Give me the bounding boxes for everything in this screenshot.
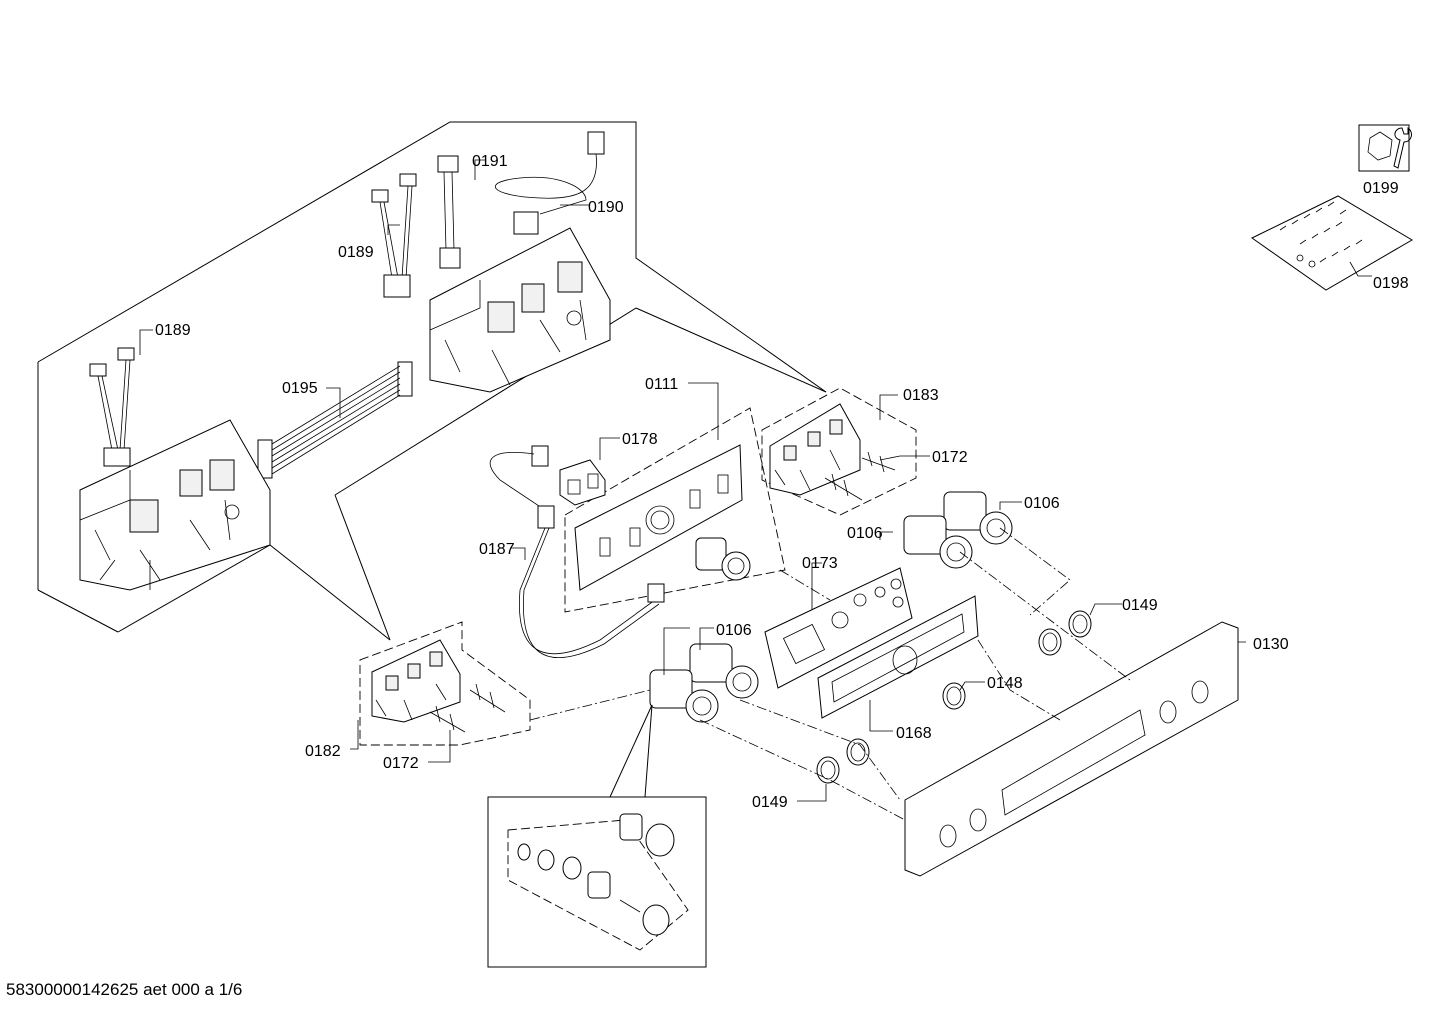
wire-harness-0190 bbox=[495, 131, 605, 235]
part-labels: 0189 0189 0191 0190 0195 0111 0178 0183 … bbox=[155, 153, 1409, 811]
wire-harness-0191 bbox=[437, 155, 461, 269]
label-0106-right-lower: 0106 bbox=[847, 525, 883, 542]
label-0195: 0195 bbox=[282, 380, 318, 397]
label-0198: 0198 bbox=[1373, 275, 1409, 292]
front-panel-0130 bbox=[904, 621, 1239, 877]
inset-knob-exploded bbox=[517, 843, 670, 936]
control-module-left bbox=[79, 419, 271, 591]
ring-0149-right-b bbox=[1068, 610, 1092, 638]
knob-0106-left-upper bbox=[689, 643, 759, 699]
label-0149-left: 0149 bbox=[752, 794, 788, 811]
label-0178: 0178 bbox=[622, 431, 658, 448]
control-module-0183 bbox=[761, 387, 917, 516]
label-0111: 0111 bbox=[645, 376, 678, 393]
leader-lines bbox=[139, 159, 1372, 802]
knob-0106-right-upper bbox=[943, 491, 1013, 545]
knob-0106-left-lower bbox=[649, 669, 719, 723]
ring-0149-left-b bbox=[846, 738, 870, 766]
label-0172-right: 0172 bbox=[932, 449, 968, 466]
label-0187: 0187 bbox=[479, 541, 515, 558]
ring-0148 bbox=[942, 682, 966, 710]
knob-0111 bbox=[695, 537, 751, 581]
ring-0149-right-a bbox=[1038, 628, 1062, 656]
label-0182: 0182 bbox=[305, 743, 341, 760]
screw-bag-icon bbox=[1251, 195, 1413, 291]
knob-0106-right-lower bbox=[903, 515, 973, 569]
drawing-reference-footer: 58300000142625 aet 000 a 1/6 bbox=[6, 980, 243, 999]
wire-harness-0187 bbox=[489, 445, 665, 659]
display-frame-0168 bbox=[817, 595, 979, 719]
wire-harness-0189-left bbox=[89, 347, 135, 467]
detail-inset bbox=[487, 704, 707, 968]
label-0130: 0130 bbox=[1253, 636, 1289, 653]
wire-harness-0189-top bbox=[371, 173, 417, 298]
control-assembly-0111 bbox=[564, 407, 786, 613]
label-0190: 0190 bbox=[588, 199, 624, 216]
label-0106-right-upper: 0106 bbox=[1024, 495, 1060, 512]
label-0199: 0199 bbox=[1363, 180, 1399, 197]
wrench-icon bbox=[1358, 124, 1412, 172]
label-0172-left: 0172 bbox=[383, 755, 419, 772]
inset-knob-assembled bbox=[619, 813, 675, 857]
label-0168: 0168 bbox=[896, 725, 932, 742]
label-0183: 0183 bbox=[903, 387, 939, 404]
label-0191: 0191 bbox=[472, 153, 508, 170]
display-board-0173 bbox=[764, 567, 913, 689]
label-0173: 0173 bbox=[802, 555, 838, 572]
control-module-0182 bbox=[359, 621, 531, 746]
switch-0178 bbox=[559, 459, 606, 506]
label-0189-top: 0189 bbox=[338, 244, 374, 261]
assembly-lines bbox=[529, 527, 1131, 821]
label-0189-left: 0189 bbox=[155, 322, 191, 339]
ribbon-cable-0195 bbox=[257, 361, 413, 479]
label-0149-right: 0149 bbox=[1122, 597, 1158, 614]
label-0106-left: 0106 bbox=[716, 622, 752, 639]
control-module-top bbox=[429, 227, 611, 393]
label-0148: 0148 bbox=[987, 675, 1023, 692]
